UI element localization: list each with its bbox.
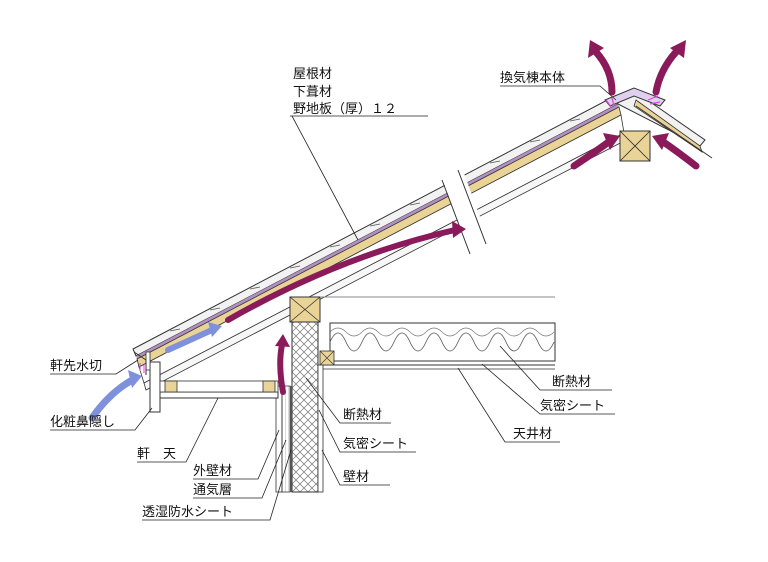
wall-airflow-arrow (277, 342, 286, 395)
roof-slope (132, 95, 627, 391)
label-wall-insulation: 断熱材 (343, 408, 382, 423)
label-breathable-sheet: 透湿防水シート (142, 504, 233, 520)
eave-intake-arrow (88, 375, 138, 422)
label-ridge-vent: 換気棟本体 (500, 70, 565, 86)
ceiling-insulation (329, 322, 556, 362)
label-ceiling-insulation: 断熱材 (552, 375, 591, 390)
airflow-arrows (88, 40, 700, 422)
label-exterior-wall: 外壁材 (193, 464, 232, 479)
leader-lines (50, 85, 617, 521)
label-sheathing: 野地板（厚）１２ (293, 102, 397, 117)
label-wall-board: 壁材 (343, 470, 369, 485)
label-eave-flashing: 軒先水切 (50, 359, 102, 374)
break-symbol (441, 168, 490, 255)
label-wall-airtight-sheet: 気密シート (343, 436, 408, 452)
label-underlayment: 下葺材 (293, 85, 332, 100)
labels: 屋根材 下葺材 野地板（厚）１２ 換気棟本体 軒先水切 化粧鼻隠し 軒 天 外壁… (50, 67, 605, 520)
cavity-intake-arrow (165, 327, 215, 353)
cavity-airflow-arrow (225, 227, 458, 323)
ridge-vent-assembly (604, 87, 713, 162)
label-fascia: 化粧鼻隠し (50, 414, 115, 430)
label-roof-material: 屋根材 (293, 67, 332, 82)
label-air-layer: 通気層 (193, 482, 232, 498)
wall-assembly (275, 321, 324, 493)
ridge-exhaust-right-arrow (652, 48, 680, 96)
label-soffit: 軒 天 (137, 447, 176, 462)
label-ceiling-board: 天井材 (513, 427, 552, 442)
ceiling-assembly (289, 296, 556, 370)
label-ceiling-airtight-sheet: 気密シート (540, 398, 605, 414)
ridge-exhaust-left-arrow (592, 48, 616, 96)
eave-assembly (133, 351, 279, 413)
